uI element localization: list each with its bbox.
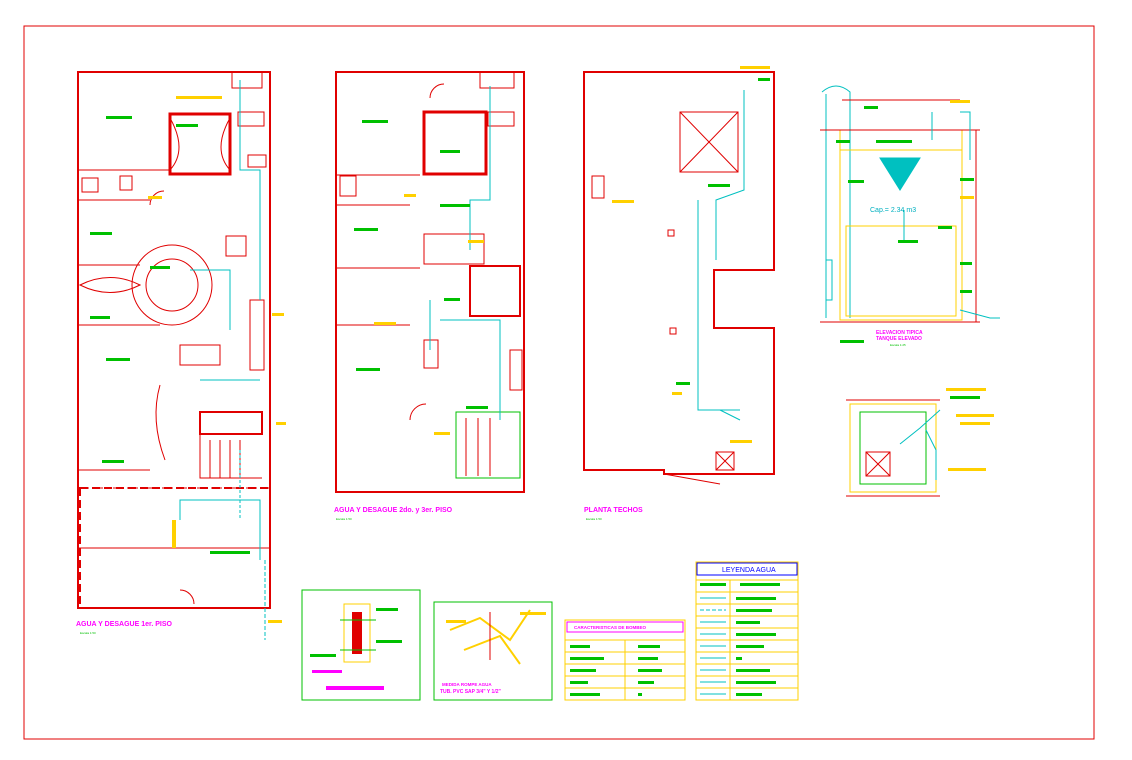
- tank-title-line2: TANQUE ELEVADO: [876, 336, 922, 342]
- first-floor-scale: Escala 1:50: [80, 631, 96, 635]
- tank-notes: [836, 100, 974, 343]
- pipe-detail-title-1: MEDIDA ROMPE AGUA: [442, 682, 492, 687]
- first-floor-title: AGUA Y DESAGUE 1er. PISO: [76, 621, 173, 628]
- tank-plan-detail: [846, 399, 941, 497]
- upper-floor-title: AGUA Y DESAGUE 2do. y 3er. PISO: [334, 507, 453, 514]
- tank-title-line1: ELEVACION TIPICA: [876, 330, 923, 336]
- first-floor-water-pipes: [179, 80, 266, 640]
- first-floor-plan: [77, 71, 271, 609]
- first-floor-tags: [90, 96, 286, 623]
- upper-floor-scale: Escala 1:50: [336, 517, 352, 521]
- pipe-detail-box: [433, 601, 553, 701]
- roof-plan: [583, 71, 775, 485]
- upper-floor-water-pipes: [429, 86, 501, 420]
- tank-scale: Escala 1:25: [890, 343, 906, 347]
- upper-floor-tags: [354, 120, 488, 435]
- tank-plan-tags: [946, 388, 994, 471]
- pump-table: [564, 619, 686, 701]
- roof-water-pipes: [697, 90, 745, 421]
- pipe-detail-title-2: TUB. PVC SAP 3/4" Y 1/2": [440, 689, 502, 695]
- upper-floor-plan: [335, 71, 525, 493]
- water-legend-rows: [696, 591, 798, 696]
- water-legend-table: [695, 561, 799, 701]
- water-legend-title: LEYENDA AGUA: [722, 567, 776, 574]
- roof-title: PLANTA TECHOS: [584, 507, 643, 514]
- sheet-border: [23, 25, 1095, 740]
- tank-section: [820, 85, 1000, 323]
- roof-tags: [612, 66, 770, 443]
- roof-scale: Escala 1:50: [586, 517, 602, 521]
- valve-detail-box: [301, 589, 421, 701]
- pump-table-title: CARACTERISTICAS DE BOMBEO: [574, 625, 647, 630]
- tank-capacity: Cap.= 2.34 m3: [870, 207, 916, 214]
